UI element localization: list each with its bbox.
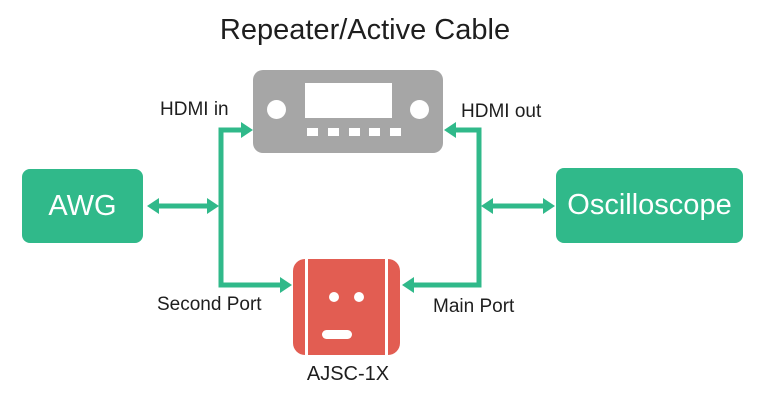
arrowhead-into-hdmi-in: [241, 122, 253, 138]
arrowhead-into-left-junction: [207, 198, 219, 214]
ajsc-device-icon: [293, 259, 400, 355]
second-port-label: Second Port: [157, 294, 262, 315]
ajsc-right-stripe: [385, 259, 388, 355]
left-knob-icon: [267, 100, 286, 119]
diagram-title: Repeater/Active Cable: [219, 14, 511, 46]
ajsc-node-label: AJSC-1X: [306, 363, 390, 385]
face-left-eye-icon: [329, 292, 339, 302]
repeater-device-icon: [253, 70, 443, 153]
hdmi-in-label: HDMI in: [160, 99, 229, 120]
arrowhead-into-right-junction: [481, 198, 493, 214]
oscilloscope-node: Oscilloscope: [556, 168, 743, 243]
face-right-eye-icon: [354, 292, 364, 302]
arrowhead-into-second-port: [280, 277, 292, 293]
device-display-icon: [305, 83, 392, 118]
main-port-label: Main Port: [433, 296, 515, 317]
ajsc-left-stripe: [305, 259, 308, 355]
face-mouth-icon: [322, 330, 352, 339]
arrowhead-into-hdmi-out: [444, 122, 456, 138]
device-buttons-icon: [307, 128, 401, 136]
right-junction-connector: [402, 122, 482, 293]
arrowhead-into-oscilloscope: [543, 198, 555, 214]
arrowhead-into-awg: [147, 198, 159, 214]
hdmi-out-label: HDMI out: [461, 101, 542, 122]
awg-node: AWG: [22, 169, 143, 243]
awg-node-label: AWG: [48, 189, 117, 222]
left-junction-connector: [218, 122, 292, 293]
right-knob-icon: [410, 100, 429, 119]
arrowhead-into-main-port: [402, 277, 414, 293]
oscilloscope-double-arrow: [481, 198, 555, 214]
oscilloscope-node-label: Oscilloscope: [567, 189, 732, 221]
awg-double-arrow: [147, 198, 219, 214]
